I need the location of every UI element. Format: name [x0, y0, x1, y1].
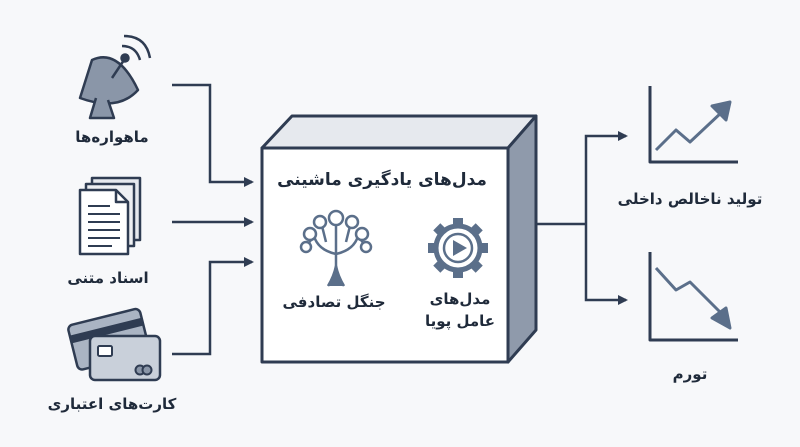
model-box-side	[506, 114, 538, 364]
tree-icon	[299, 209, 373, 287]
model-box-top	[260, 114, 538, 150]
satellites-label: ماهواره‌ها	[75, 128, 149, 146]
input-connectors	[172, 83, 254, 356]
satellites-connector	[172, 83, 254, 187]
rising-chart-icon	[648, 86, 738, 164]
documents-icon	[78, 176, 142, 256]
model-box-title: مدل‌های یادگیری ماشینی	[277, 170, 487, 190]
cards-connector	[172, 257, 254, 356]
gdp-label: تولید ناخالص داخلی	[617, 190, 763, 208]
documents-label: اسناد متنی	[67, 269, 149, 287]
gdp-connector	[584, 131, 628, 224]
falling-chart-icon	[648, 252, 738, 342]
inflation-label: تورم	[672, 365, 708, 383]
credit-cards-label: کارت‌های اعتباری	[47, 395, 177, 413]
satellite-dish-icon	[78, 34, 152, 120]
dynamic-factor-label-line2: عامل پویا	[424, 312, 496, 330]
output-connectors	[536, 131, 628, 305]
gear-play-icon	[428, 218, 488, 278]
dynamic-factor-label-line1: مدل‌های	[429, 290, 491, 308]
credit-cards-icon	[67, 307, 162, 382]
inflation-connector	[584, 224, 628, 305]
random-forest-label: جنگل تصادفی	[282, 293, 386, 311]
